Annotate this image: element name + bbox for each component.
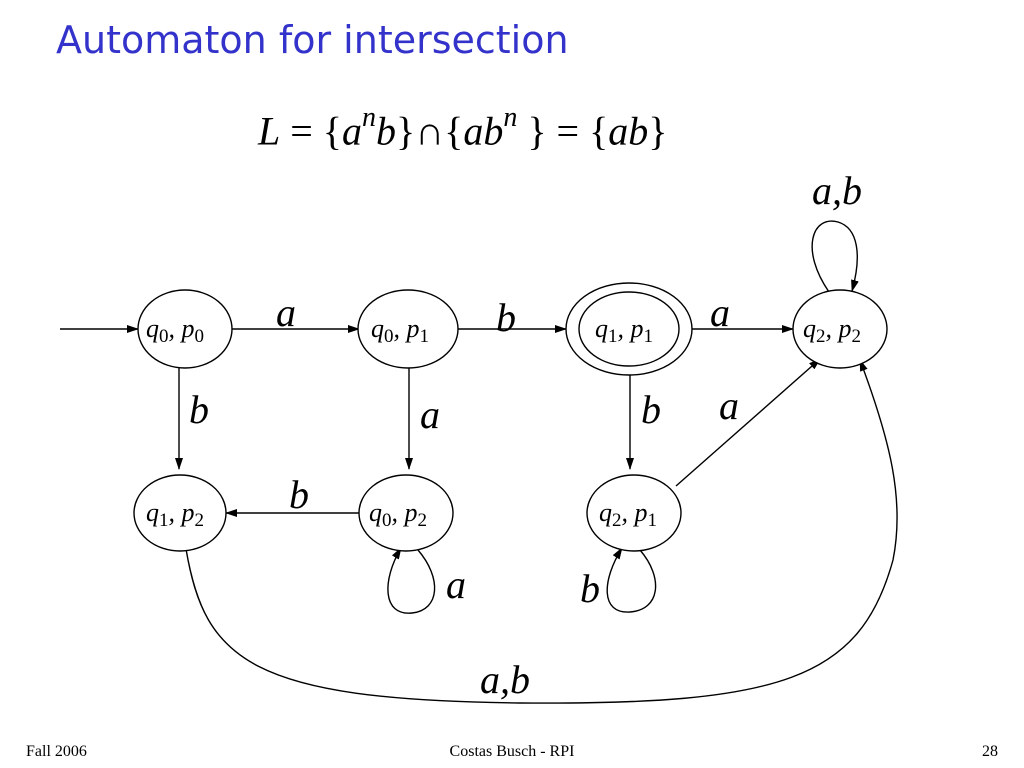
- formula-b: b: [376, 108, 397, 154]
- footer-page-number: 28: [982, 743, 998, 760]
- formula-result-open: } = {: [517, 108, 609, 154]
- state-q1p2: [133, 474, 227, 552]
- label-q2p2-loop: a,b: [812, 168, 862, 213]
- footer-author: Costas Busch - RPI: [449, 743, 575, 760]
- formula-end: }: [648, 108, 668, 154]
- label-q1p1-q2p2: a: [710, 290, 730, 335]
- formula-eq: = {: [280, 108, 343, 154]
- label-q0p0-q0p1: a: [276, 290, 296, 335]
- formula-exp-1: n: [362, 102, 377, 133]
- label-q0p2-q1p2: b: [289, 472, 309, 517]
- state-label-q0p2: q0, p2: [369, 498, 427, 531]
- formula-result: ab: [608, 108, 649, 154]
- label-q0p2-loop: a: [446, 562, 466, 607]
- formula-ab: ab: [463, 108, 504, 154]
- state-label-q1p1: q1, p1: [595, 314, 653, 347]
- label-q0p1-q0p2: a: [420, 392, 440, 437]
- state-q1p1: [578, 291, 680, 367]
- state-q2p2: [792, 289, 888, 369]
- state-label-q1p2: q1, p2: [146, 498, 204, 531]
- state-q0p2: [358, 474, 454, 552]
- formula-lhs: L: [258, 108, 281, 154]
- state-q2p1: [586, 474, 682, 552]
- formula-exp-2: n: [503, 102, 518, 133]
- label-q0p1-q1p1: b: [496, 295, 516, 340]
- label-q2p1-q2p2: a: [719, 383, 739, 428]
- label-q1p2-q2p2: a,b: [480, 657, 530, 702]
- slide-title: Automaton for intersection: [56, 18, 569, 62]
- formula-a: a: [342, 108, 363, 154]
- state-label-q2p2: q2, p2: [803, 314, 861, 347]
- edge-q2p1-q2p2: [675, 358, 821, 487]
- footer-date: Fall 2006: [26, 743, 87, 760]
- state-q0p1: [357, 289, 459, 369]
- label-q1p1-q2p1: b: [641, 387, 661, 432]
- label-q2p1-loop: b: [580, 566, 600, 611]
- loop-q2p1: [606, 547, 657, 613]
- edge-q1p2-q2p2: [185, 359, 898, 704]
- state-label-q0p0: q0, p0: [146, 314, 204, 347]
- state-label-q0p1: q0, p1: [371, 314, 429, 347]
- language-formula: L = {anb}∩{abn } = {ab}: [258, 102, 668, 154]
- state-q0p0: [137, 289, 233, 369]
- state-label-q2p1: q2, p1: [599, 498, 657, 531]
- loop-q0p2: [387, 547, 436, 614]
- label-q0p0-q1p2: b: [189, 387, 209, 432]
- loop-q2p2: [811, 220, 859, 293]
- formula-intersection: }∩{: [396, 108, 464, 154]
